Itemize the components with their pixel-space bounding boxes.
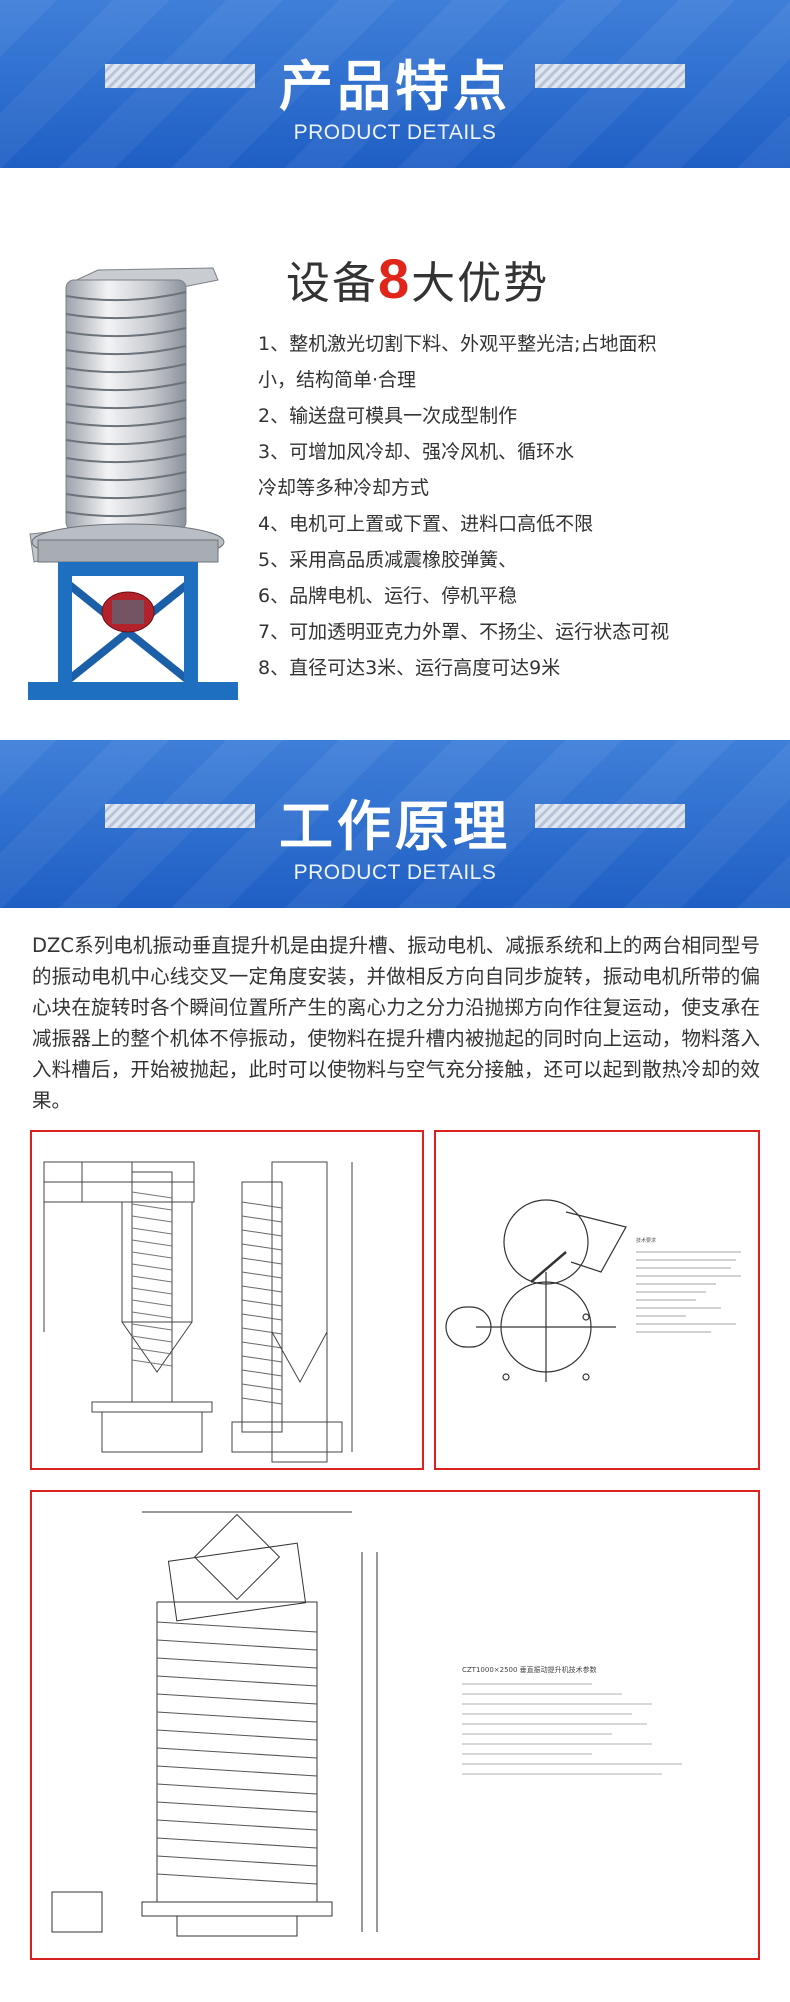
plan-note-title: 技术要求	[636, 1237, 656, 1244]
advantage-line: 小，结构简单·合理	[258, 369, 417, 391]
advantages-title-prefix: 设备	[286, 258, 378, 309]
advantages-list: 1、整机激光切割下料、外观平整光洁;占地面积 小，结构简单·合理 2、输送盘可模…	[258, 326, 758, 686]
principle-description: DZC系列电机振动垂直提升机是由提升槽、振动电机、减振系统和上的两台相同型号的振…	[32, 934, 760, 1112]
advantages-title-number: 8	[378, 247, 412, 310]
advantage-line: 8、直径可达3米、运行高度可达9米	[258, 657, 561, 679]
banner-stripe-left	[105, 64, 255, 88]
banner-stripe-left	[105, 804, 255, 828]
banner-stripe-right	[535, 64, 685, 88]
advantage-line: 6、品牌电机、运行、停机平稳	[258, 585, 518, 607]
advantage-line: 1、整机激光切割下料、外观平整光洁;占地面积	[258, 333, 657, 355]
advantage-line: 4、电机可上置或下置、进料口高低不限	[258, 513, 594, 535]
advantages-title: 设备8大优势	[286, 246, 549, 311]
drawing-side-view: CZT1000×2500 垂直振动提升机技术参数	[30, 1490, 760, 1960]
side-view-drawing: CZT1000×2500 垂直振动提升机技术参数	[51, 1511, 682, 1937]
advantage-line: 冷却等多种冷却方式	[258, 477, 430, 499]
section-subtitle: PRODUCT DETAILS	[293, 861, 497, 884]
advantage-line: 2、输送盘可模具一次成型制作	[258, 405, 518, 427]
drawing-elevation-views	[30, 1130, 424, 1470]
side-view-note-title: CZT1000×2500 垂直振动提升机技术参数	[462, 1665, 597, 1674]
advantage-line: 7、可加透明亚克力外罩、不扬尘、运行状态可视	[258, 621, 670, 643]
vertical-conveyor-photo	[28, 267, 238, 700]
features-banner: 产品特点 PRODUCT DETAILS	[0, 0, 790, 168]
advantage-line: 5、采用高品质减震橡胶弹簧、	[258, 549, 518, 571]
principle-banner: 工作原理 PRODUCT DETAILS	[0, 740, 790, 908]
banner-stripe-right	[535, 804, 685, 828]
section-title: 产品特点	[279, 55, 511, 118]
section-subtitle: PRODUCT DETAILS	[293, 121, 497, 144]
advantages-title-suffix: 大优势	[411, 258, 550, 309]
plan-drawing: 技术要求	[445, 1199, 741, 1382]
drawing-plan-view: 技术要求	[434, 1130, 760, 1470]
elevation-drawing	[43, 1161, 353, 1463]
section-title: 工作原理	[279, 795, 511, 858]
advantage-line: 3、可增加风冷却、强冷风机、循环水	[258, 441, 575, 463]
